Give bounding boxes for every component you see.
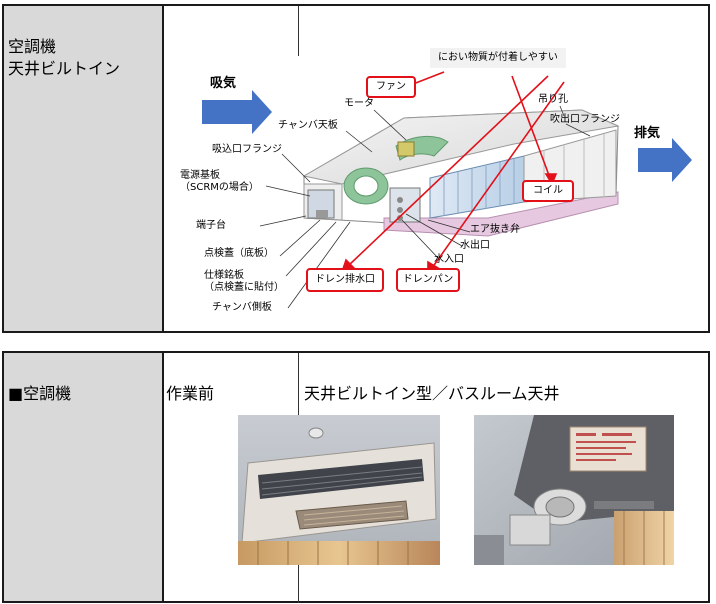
cell-divider <box>298 6 299 56</box>
exhaust-arrow-icon <box>638 138 692 182</box>
intake-flange-label: 吸込口フランジ <box>212 144 282 155</box>
before-work-table: ■空調機 作業前 天井ビルトイン型／バスルーム天井 <box>2 351 710 603</box>
drain-outlet-highlight: ドレン排水口 <box>306 268 384 292</box>
section1-title-line2: 天井ビルトイン <box>8 59 121 78</box>
spec-plate-label: 仕様銘板 <box>204 270 244 281</box>
inspection-lid-label: 点検蓋（底板） <box>204 248 274 259</box>
power-board-label: 電源基板 <box>180 170 220 181</box>
unit-body <box>302 109 620 237</box>
air-vent-label: エア抜き弁 <box>470 224 520 235</box>
terminal-block-label: 端子台 <box>196 220 226 231</box>
outlet-flange-label: 吹出口フランジ <box>550 114 620 125</box>
section1-title-line1: 空調機 <box>8 37 57 56</box>
photo-ceiling-unit <box>238 415 440 565</box>
water-inlet-label: 水入口 <box>434 254 464 265</box>
intake-arrow-icon <box>202 90 272 134</box>
chamber-side-label: チャンバ側板 <box>212 302 272 313</box>
fan-highlight: ファン <box>366 76 416 98</box>
exhaust-label: 排気 <box>634 126 661 141</box>
callout-note: におい物質が付着しやすい <box>430 48 566 68</box>
photo-caption: 天井ビルトイン型／バスルーム天井 <box>304 384 560 403</box>
motor-label: モータ <box>344 98 374 109</box>
water-outlet-label: 水出口 <box>460 240 490 251</box>
coil-highlight: コイル <box>522 180 574 202</box>
power-board-note: （SCRMの場合） <box>180 182 259 193</box>
section2-title: ■空調機 <box>8 384 72 403</box>
ceiling-unit-photo-image <box>238 415 440 565</box>
intake-label: 吸気 <box>210 76 237 91</box>
unit-interior-photo-image <box>474 415 674 565</box>
photo-unit-interior <box>474 415 674 565</box>
hanging-hole-label: 吊り孔 <box>538 94 568 105</box>
spec-plate-note: （点検蓋に貼付） <box>204 282 284 293</box>
chamber-top-label: チャンバ天板 <box>278 120 338 131</box>
unit-diagram-table: 空調機 天井ビルトイン <box>2 4 710 333</box>
section1-label-cell: 空調機 天井ビルトイン <box>4 6 164 331</box>
drain-pan-highlight: ドレンパン <box>396 268 460 292</box>
before-work-label: 作業前 <box>166 384 215 403</box>
section2-label-cell: ■空調機 <box>4 353 164 601</box>
